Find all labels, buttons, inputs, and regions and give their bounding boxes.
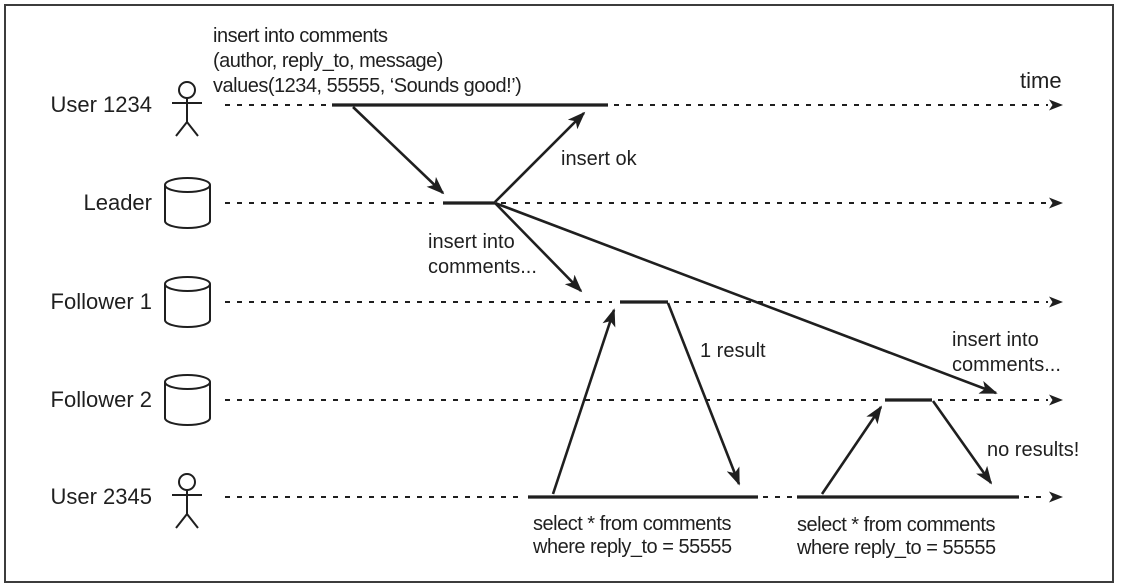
insert-query-line-1: insert into comments — [213, 25, 388, 47]
database-icon — [164, 276, 211, 328]
timeline-user-2345 — [225, 491, 1063, 503]
database-icon — [164, 177, 211, 229]
timeline-arrow-icon — [1049, 491, 1063, 503]
label-replicate-follower-1: insert into comments... — [428, 231, 537, 278]
arrow-replicate-follower-1 — [494, 202, 583, 293]
label-insert-ok: insert ok — [561, 148, 638, 170]
arrow-no-results-down — [931, 400, 993, 485]
insert-query-line-3: values(1234, 55555, ‘Sounds good!’) — [213, 75, 521, 97]
timeline-arrow-icon — [1049, 394, 1063, 406]
timeline-user-1234 — [225, 99, 1063, 111]
select-query-2-line-1: select * from comments — [797, 514, 995, 536]
select-query-2-line-2: where reply_to = 55555 — [796, 537, 996, 559]
timeline-follower-2 — [225, 394, 1063, 406]
timeline-follower-1 — [225, 296, 1063, 308]
replicate-f1-line-2: comments... — [428, 256, 537, 278]
arrow-replicate-follower-2 — [494, 201, 998, 395]
label-no-results: no results! — [987, 439, 1079, 461]
timeline-arrow-icon — [1049, 99, 1063, 111]
label-select-query-1: select * from comments where reply_to = … — [532, 513, 732, 558]
database-icon — [164, 374, 211, 426]
label-select-query-2: select * from comments where reply_to = … — [796, 514, 996, 559]
lane-label-user-1234: User 1234 — [50, 92, 152, 117]
lane-label-user-2345: User 2345 — [50, 484, 152, 509]
timeline-arrow-icon — [1049, 296, 1063, 308]
person-icon — [172, 473, 202, 529]
person-icon — [172, 81, 202, 137]
lane-label-follower-1: Follower 1 — [51, 289, 152, 314]
arrow-select-1-up — [551, 308, 616, 495]
select-query-1-line-2: where reply_to = 55555 — [532, 536, 732, 558]
arrow-insert-ok — [494, 111, 586, 203]
replicate-f2-line-1: insert into — [952, 329, 1039, 351]
insert-query-line-2: (author, reply_to, message) — [213, 50, 443, 72]
label-one-result: 1 result — [700, 340, 766, 362]
label-insert-query: insert into comments (author, reply_to, … — [213, 25, 522, 97]
timeline-leader — [225, 197, 1063, 209]
replicate-f1-line-1: insert into — [428, 231, 515, 253]
replicate-f2-line-2: comments... — [952, 354, 1061, 376]
timeline-arrow-icon — [1049, 197, 1063, 209]
arrow-insert-to-leader — [352, 106, 445, 195]
time-axis-label: time — [1020, 68, 1062, 93]
lane-label-follower-2: Follower 2 — [51, 387, 152, 412]
lane-label-leader: Leader — [83, 190, 152, 215]
arrow-select-2-up — [820, 405, 883, 495]
label-replicate-follower-2: insert into comments... — [952, 329, 1061, 376]
arrow-one-result-down — [666, 302, 741, 486]
select-query-1-line-1: select * from comments — [533, 513, 731, 535]
